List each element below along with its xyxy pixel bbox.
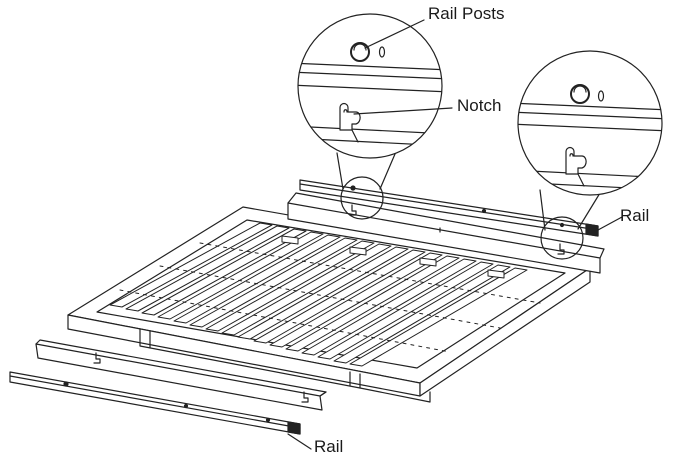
- detail-magnifier-left: [297, 13, 453, 159]
- zoom-markers: [336, 146, 601, 260]
- rail-posts-label: Rail Posts: [428, 4, 505, 23]
- rail-lower: [9, 339, 327, 450]
- notch-label: Notch: [457, 96, 502, 115]
- rail-label-right: Rail: [620, 206, 650, 225]
- rail-label-bottom: Rail: [314, 437, 344, 456]
- tray-slats: [109, 222, 541, 367]
- detail-magnifier-right: [517, 50, 663, 196]
